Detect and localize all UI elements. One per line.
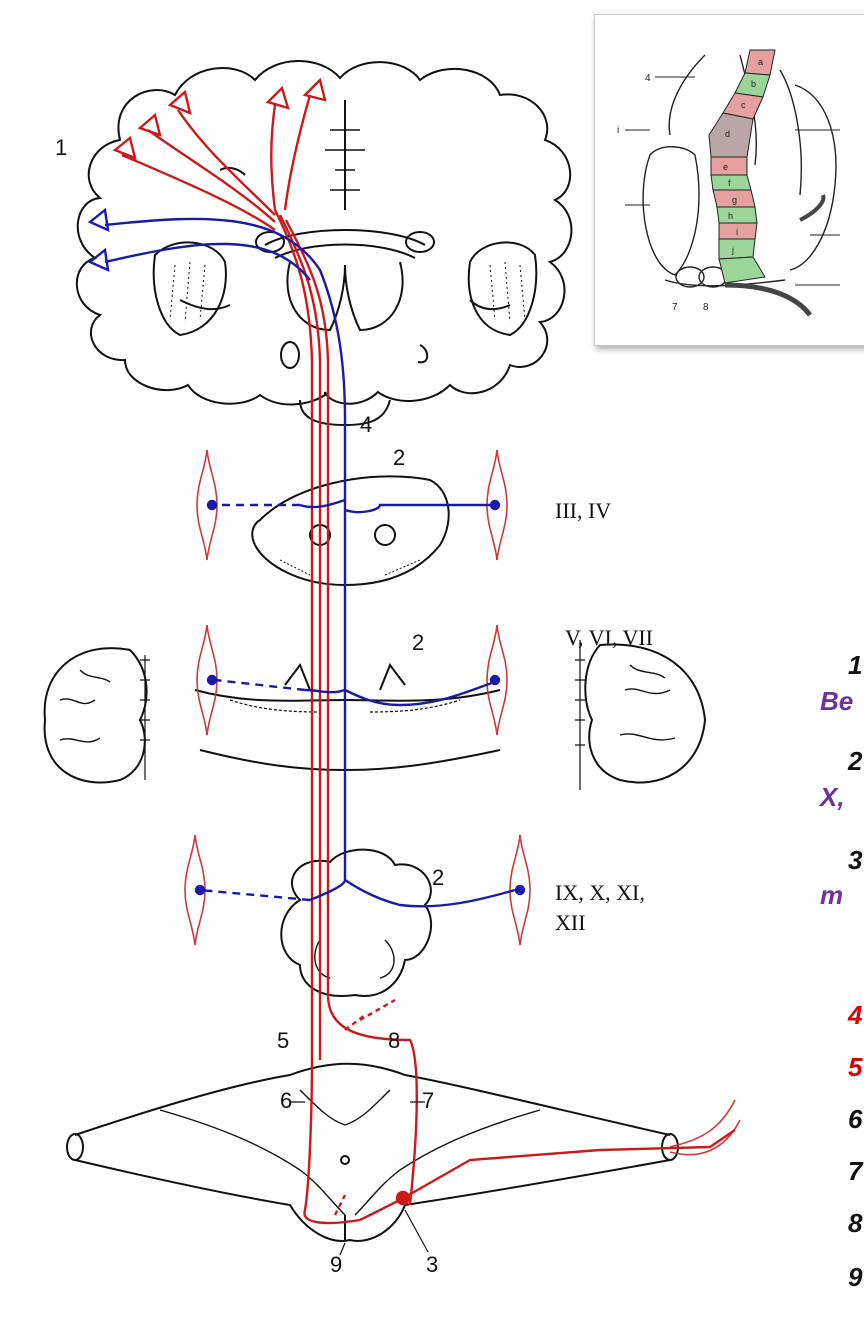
legend-item-2-text: X, — [820, 782, 845, 813]
corticonuclear-tract — [90, 210, 524, 906]
legend-item-6: 6 — [848, 1104, 862, 1135]
label-1: 1 — [55, 135, 67, 160]
nerve-group-labels: III, IV V, VI, VII IX, X, XI, XII — [555, 498, 653, 935]
segment-b: b — [751, 79, 756, 89]
legend-item-7: 7 — [848, 1156, 862, 1187]
nerves-pons: V, VI, VII — [565, 625, 653, 650]
segment-d: d — [725, 129, 730, 139]
muscles — [185, 450, 740, 1155]
inset-segments — [709, 50, 775, 283]
legend-item-3: 3 — [848, 845, 862, 876]
label-2-midbrain: 2 — [393, 445, 405, 470]
label-4: 4 — [360, 412, 372, 437]
segment-e: e — [723, 162, 728, 172]
label-2-pons: 2 — [412, 630, 424, 655]
segment-j: j — [731, 245, 734, 255]
legend-item-8: 8 — [848, 1208, 862, 1239]
segment-h: h — [728, 211, 733, 221]
legend-item-9: 9 — [848, 1262, 862, 1293]
label-8: 8 — [388, 1028, 400, 1053]
inset-number-8: 8 — [703, 302, 709, 313]
nerves-midbrain: III, IV — [555, 498, 611, 523]
label-5: 5 — [277, 1028, 289, 1053]
label-9: 9 — [330, 1252, 342, 1277]
inset-drawing: a b c d e f g h i j 4 i 7 8 — [595, 15, 864, 345]
nerves-medulla-1: IX, X, XI, — [555, 880, 645, 905]
pons-section — [45, 640, 705, 790]
nerves-medulla-2: XII — [555, 910, 586, 935]
midbrain-section — [252, 476, 448, 585]
legend-item-5: 5 — [848, 1052, 862, 1083]
legend-item-3-text: m — [820, 880, 843, 911]
segment-g: g — [732, 195, 737, 205]
medulla-section — [281, 850, 431, 996]
segment-c: c — [741, 100, 746, 110]
label-2-medulla: 2 — [432, 865, 444, 890]
label-3: 3 — [426, 1252, 438, 1277]
legend-item-4: 4 — [848, 1000, 862, 1031]
legend-item-1-text: Be — [820, 686, 853, 717]
inset-number-4: 4 — [645, 73, 651, 84]
legend-item-1: 1 — [848, 650, 862, 681]
segment-i: i — [736, 227, 738, 237]
inset-number-i: i — [617, 125, 619, 136]
legend-item-2: 2 — [848, 746, 862, 777]
label-7: 7 — [422, 1088, 434, 1113]
label-6: 6 — [280, 1088, 292, 1113]
inset-number-7: 7 — [672, 302, 678, 313]
segment-a: a — [758, 57, 763, 67]
brain-section — [77, 61, 572, 425]
internal-capsule-inset: a b c d e f g h i j 4 i 7 8 — [594, 14, 864, 346]
